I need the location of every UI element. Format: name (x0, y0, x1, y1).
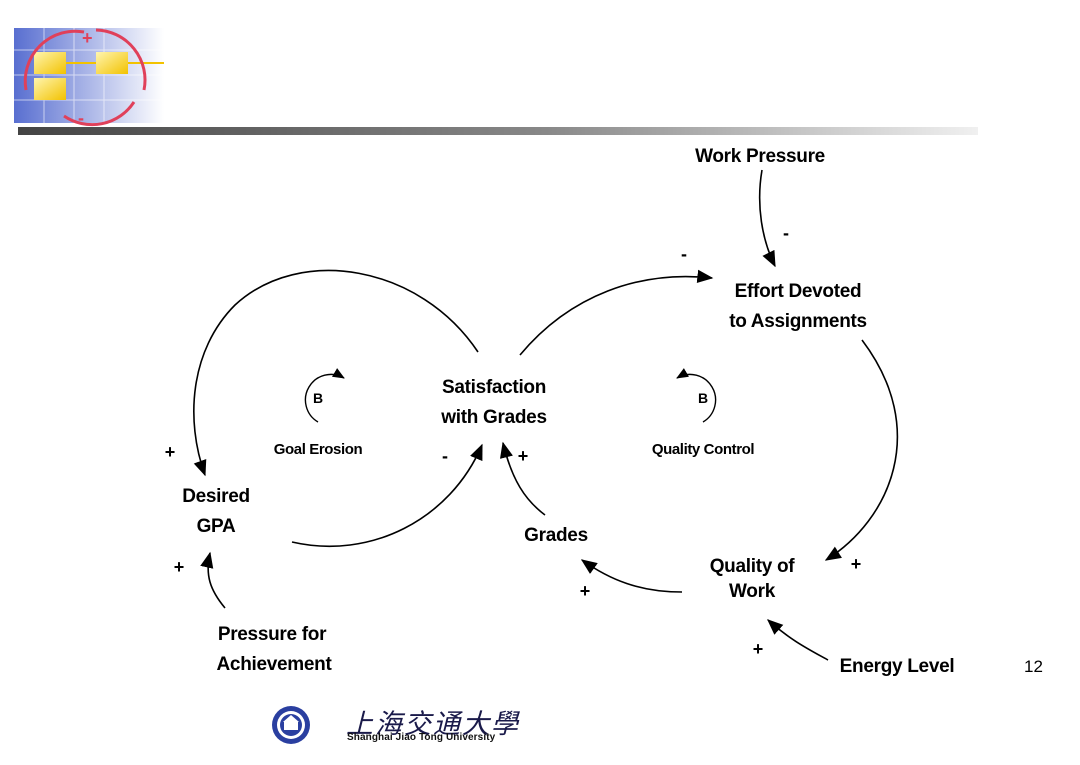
link-quality-to-grades (580, 559, 683, 593)
polarity-satisfaction-desired-gpa: + (165, 442, 176, 462)
polarity-energy-quality: + (753, 639, 764, 659)
university-logo: 上海交通大學 Shanghai Jiao Tong University (270, 700, 560, 750)
link-grades-to-satisfaction (499, 441, 546, 516)
node-desired-gpa-line2: GPA (197, 516, 236, 537)
loop-quality-control: B Quality Control (652, 368, 755, 458)
node-work-pressure: Work Pressure (695, 146, 825, 167)
link-work-pressure-to-effort (758, 169, 776, 268)
university-emblem-icon (272, 706, 310, 744)
header-divider (18, 127, 978, 135)
link-satisfaction-to-desired-gpa (193, 269, 479, 477)
slide-logo-icon: + - (14, 28, 164, 128)
loop-quality-control-name: Quality Control (652, 441, 755, 458)
node-energy-level: Energy Level (840, 656, 955, 677)
node-desired-gpa-line1: Desired (182, 486, 250, 507)
loop-arrow-icon (676, 368, 717, 423)
page-number: 12 (1024, 657, 1043, 676)
loop-arrow-icon (304, 368, 345, 423)
polarity-quality-grades: + (580, 581, 591, 601)
loop-goal-erosion-symbol: B (313, 390, 323, 406)
polarity-grades-satisfaction: + (518, 446, 529, 466)
node-quality-line1: Quality of (710, 556, 796, 577)
svg-text:+: + (82, 28, 93, 48)
polarity-work-pressure-effort: - (783, 223, 789, 243)
node-effort-line2: to Assignments (729, 311, 867, 332)
node-satisfaction-line2: with Grades (440, 407, 546, 428)
node-effort-line1: Effort Devoted (735, 281, 862, 302)
node-quality-line2: Work (729, 581, 776, 602)
loop-goal-erosion: B Goal Erosion (274, 368, 363, 458)
node-satisfaction-line1: Satisfaction (442, 377, 546, 398)
link-energy-to-quality (767, 619, 829, 661)
link-effort-to-quality (824, 339, 899, 561)
link-pressure-to-desired-gpa (200, 551, 226, 609)
polarity-pressure-desired-gpa: + (174, 557, 185, 577)
polarity-effort-quality: + (851, 554, 862, 574)
node-pressure-achievement-line2: Achievement (217, 654, 333, 675)
node-grades: Grades (524, 525, 588, 546)
link-desired-gpa-to-satisfaction (291, 443, 483, 547)
loop-quality-control-symbol: B (698, 390, 708, 406)
node-pressure-achievement-line1: Pressure for (218, 624, 327, 645)
university-name-en: Shanghai Jiao Tong University (347, 732, 496, 743)
svg-text:-: - (78, 108, 84, 128)
polarity-satisfaction-effort: - (681, 244, 687, 264)
polarity-desired-gpa-satisfaction: - (442, 446, 448, 466)
link-satisfaction-to-effort (519, 269, 714, 356)
loop-goal-erosion-name: Goal Erosion (274, 441, 363, 458)
university-name-cn: 上海交通大學 (346, 709, 520, 740)
